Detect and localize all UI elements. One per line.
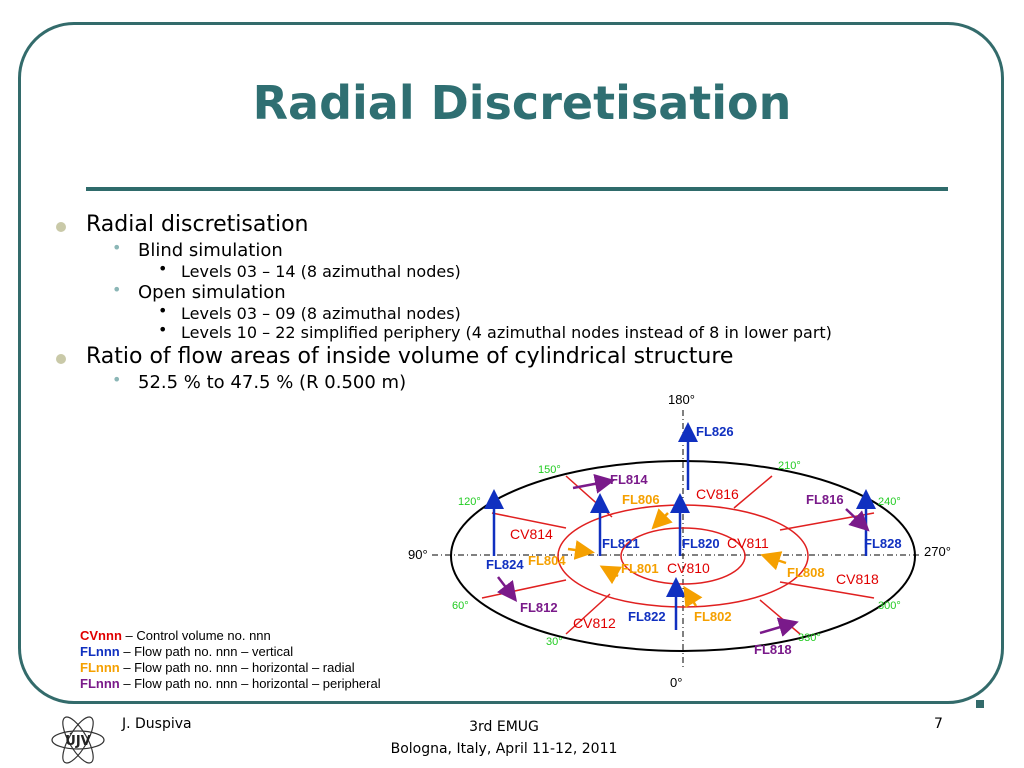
cv816-label: CV816 xyxy=(696,486,739,502)
sector-line-300 xyxy=(779,581,875,599)
legend-item-vertical: FLnnn – Flow path no. nnn – vertical xyxy=(80,644,294,659)
fl801-arrow xyxy=(599,565,622,585)
fl806-label: FL806 xyxy=(622,492,660,507)
footer-event-block: 3rd EMUG Bologna, Italy, April 11-12, 20… xyxy=(384,716,624,760)
logo-text: ÚJV xyxy=(65,733,90,749)
fl818-label: FL818 xyxy=(754,642,792,657)
footer-author: J. Duspiva xyxy=(122,716,192,732)
fl802-label: FL802 xyxy=(694,609,732,624)
fl812-label: FL812 xyxy=(520,600,558,615)
angle-label-300: 300° xyxy=(878,600,901,612)
fl802-arrow xyxy=(683,585,703,609)
sector-line-120 xyxy=(491,512,567,529)
legend-item-cv: CVnnn – Control volume no. nnn xyxy=(80,628,271,643)
cv812-label: CV812 xyxy=(573,615,616,631)
fl804-label: FL804 xyxy=(528,553,566,568)
angle-label-0: 0° xyxy=(670,675,682,690)
footer-page-number: 7 xyxy=(934,716,943,732)
sector-line-210 xyxy=(733,475,773,509)
angle-label-330: 330° xyxy=(798,632,821,644)
bullet-dot-icon: • xyxy=(158,259,168,278)
bullet-dot-icon: • xyxy=(158,320,168,339)
corner-mark xyxy=(976,700,984,708)
fl820-label: FL820 xyxy=(682,536,720,551)
bullet-l2: •Blind simulation xyxy=(112,238,283,261)
fl814-label: FL814 xyxy=(610,472,648,487)
angle-label-180: 180° xyxy=(668,392,695,407)
bullet-l3: •Levels 03 – 09 (8 azimuthal nodes) xyxy=(158,301,461,323)
angle-label-210: 210° xyxy=(778,460,801,472)
fl822-label: FL822 xyxy=(628,609,666,624)
bullet-dot-icon: • xyxy=(158,301,168,320)
sector-line-60 xyxy=(481,579,567,599)
fl806-arrow xyxy=(651,508,673,530)
fl808-arrow xyxy=(760,551,787,571)
fl804-arrow xyxy=(567,540,595,560)
cv811-label: CV811 xyxy=(727,535,769,551)
sector-line-30 xyxy=(565,593,611,635)
fl812-arrow xyxy=(496,576,518,602)
fl816-label: FL816 xyxy=(806,492,844,507)
bullet-dot-icon xyxy=(56,222,66,232)
legend: CVnnn – Control volume no. nnn FLnnn – F… xyxy=(80,628,381,692)
peripheral-flow-arrows xyxy=(496,473,870,637)
fl824-label: FL824 xyxy=(486,557,524,572)
bullet-l3: •Levels 03 – 14 (8 azimuthal nodes) xyxy=(158,259,461,281)
fl816-arrow xyxy=(845,508,870,532)
bullet-dot-icon xyxy=(56,354,66,364)
slide-title: Radial Discretisation xyxy=(252,76,792,130)
fl808-label: FL808 xyxy=(787,565,825,580)
bullet-l1: Ratio of flow areas of inside volume of … xyxy=(56,344,956,369)
title-rule xyxy=(86,187,948,191)
logo-orbit-2 xyxy=(62,716,94,764)
logo-orbit-1 xyxy=(51,730,105,750)
bullet-list: Radial discretisation •Blind simulation … xyxy=(56,210,956,394)
sector-line-330 xyxy=(759,599,801,635)
radial-flow-arrows xyxy=(567,508,787,609)
fl818-arrow xyxy=(759,617,799,637)
fl828-label: FL828 xyxy=(864,536,902,551)
fl801-label: FL801 xyxy=(621,561,659,576)
sector-lines xyxy=(481,475,875,635)
cv810-label: CV810 xyxy=(667,560,710,576)
fl814-arrow xyxy=(572,473,615,494)
angle-label-120: 120° xyxy=(458,496,481,508)
cv818-label: CV818 xyxy=(836,571,879,587)
bullet-l2: •52.5 % to 47.5 % (R 0.500 m) xyxy=(112,370,407,393)
outer-ellipse xyxy=(450,460,916,652)
fl826-label: FL826 xyxy=(696,424,734,439)
legend-item-peripheral: FLnnn – Flow path no. nnn – horizontal –… xyxy=(80,676,381,691)
logo-orbit-3 xyxy=(62,716,94,764)
bullet-dot-icon: • xyxy=(112,238,122,257)
bullet-dot-icon: • xyxy=(112,370,122,389)
fl821-label: FL821 xyxy=(602,536,640,551)
angle-label-150: 150° xyxy=(538,464,561,476)
bullet-dot-icon: • xyxy=(112,280,122,299)
footer-location: Bologna, Italy, April 11-12, 2011 xyxy=(390,741,618,757)
cv814-label: CV814 xyxy=(510,526,553,542)
bullet-l1: Radial discretisation xyxy=(56,212,956,237)
angle-label-270: 270° xyxy=(924,544,951,559)
angle-label-60: 60° xyxy=(452,600,469,612)
footer-event: 3rd EMUG xyxy=(469,719,539,735)
bullet-l2: •Open simulation xyxy=(112,280,286,303)
legend-item-radial: FLnnn – Flow path no. nnn – horizontal –… xyxy=(80,660,355,675)
bullet-l3: •Levels 10 – 22 simplified periphery (4 … xyxy=(158,320,832,342)
ujv-logo: ÚJV xyxy=(51,716,105,764)
angle-label-90: 90° xyxy=(408,547,428,562)
angle-label-240: 240° xyxy=(878,496,901,508)
angle-label-30: 30° xyxy=(546,636,563,648)
